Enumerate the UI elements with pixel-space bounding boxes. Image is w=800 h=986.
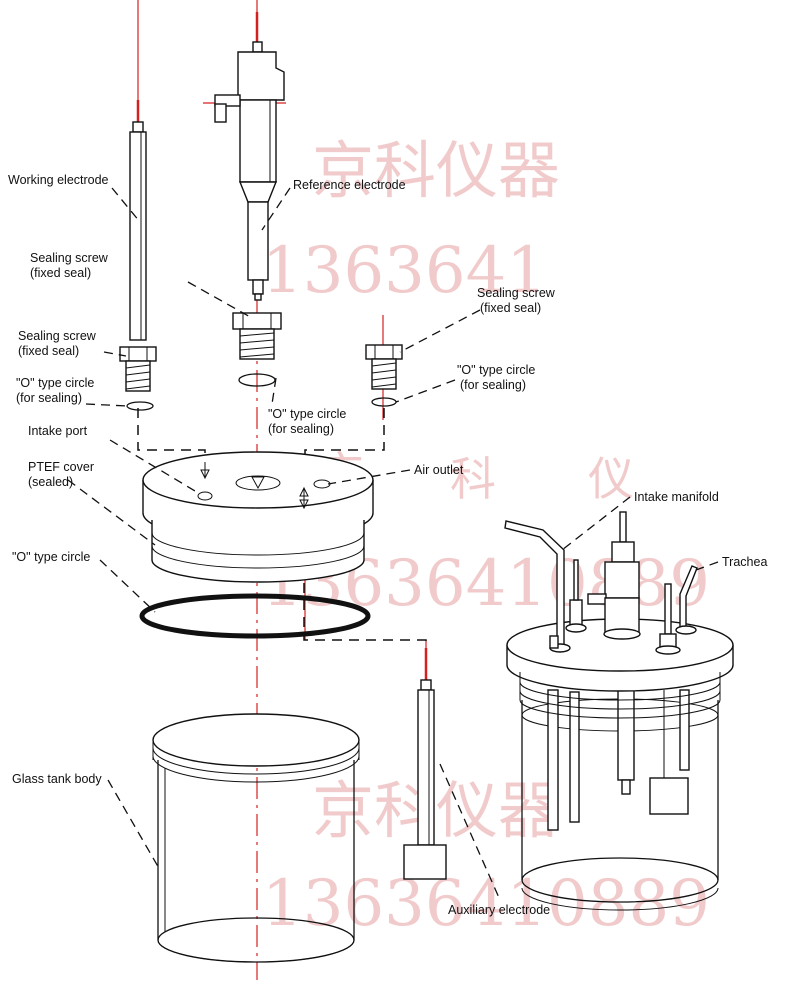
label-sealing-screw-left: Sealing screw: [18, 329, 97, 343]
label-trachea: Trachea: [722, 555, 767, 569]
glass-tank-body: [152, 713, 360, 963]
label-o-ring-left: "O" type circle: [16, 376, 94, 390]
label-sealing-screw-center-note: (fixed seal): [30, 266, 91, 280]
label-reference-electrode: Reference electrode: [293, 178, 406, 192]
labels: Working electrode Reference electrode Se…: [8, 173, 767, 917]
watermark-text-8: 13636410889: [262, 867, 710, 941]
label-sealing-screw-right-note: (fixed seal): [480, 301, 541, 315]
working-electrode: [129, 100, 147, 341]
label-o-ring-right: "O" type circle: [457, 363, 535, 377]
o-ring-left: [126, 401, 154, 411]
label-auxiliary-electrode: Auxiliary electrode: [448, 903, 550, 917]
label-air-outlet: Air outlet: [414, 463, 464, 477]
watermark-text-1: 京科仪器: [312, 134, 560, 207]
watermark-text-5: 仪: [588, 452, 634, 506]
label-sealing-screw-right: Sealing screw: [477, 286, 556, 300]
sealing-screw-center: [232, 312, 282, 360]
o-ring-center: [238, 373, 276, 387]
label-ptef-cover-note: (sealed): [28, 475, 73, 489]
watermark-text-2: 1363641: [262, 234, 547, 308]
label-sealing-screw-center: Sealing screw: [30, 251, 109, 265]
ptef-cover: [142, 451, 374, 583]
watermark-text-4: 科: [450, 452, 496, 506]
label-o-ring-right-note: (for sealing): [460, 378, 526, 392]
label-working-electrode: Working electrode: [8, 173, 109, 187]
label-glass-tank-body: Glass tank body: [12, 772, 102, 786]
reference-electrode: [214, 12, 285, 301]
sealing-screw-right: [365, 344, 403, 390]
label-ptef-cover: PTEF cover: [28, 460, 94, 474]
sealing-screw-left: [119, 346, 157, 392]
label-o-ring-center: "O" type circle: [268, 407, 346, 421]
label-o-ring-main: "O" type circle: [12, 550, 90, 564]
label-sealing-screw-left-note: (fixed seal): [18, 344, 79, 358]
o-ring-right: [371, 397, 397, 407]
watermark-text-7: 京科仪器: [312, 774, 560, 847]
label-o-ring-left-note: (for sealing): [16, 391, 82, 405]
label-intake-port: Intake port: [28, 424, 88, 438]
leader-lines: [67, 187, 719, 901]
label-intake-manifold: Intake manifold: [634, 490, 719, 504]
auxiliary-electrode: [403, 648, 447, 880]
label-o-ring-center-note: (for sealing): [268, 422, 334, 436]
o-ring-main: [139, 593, 371, 639]
assembled-cell: [504, 511, 734, 911]
